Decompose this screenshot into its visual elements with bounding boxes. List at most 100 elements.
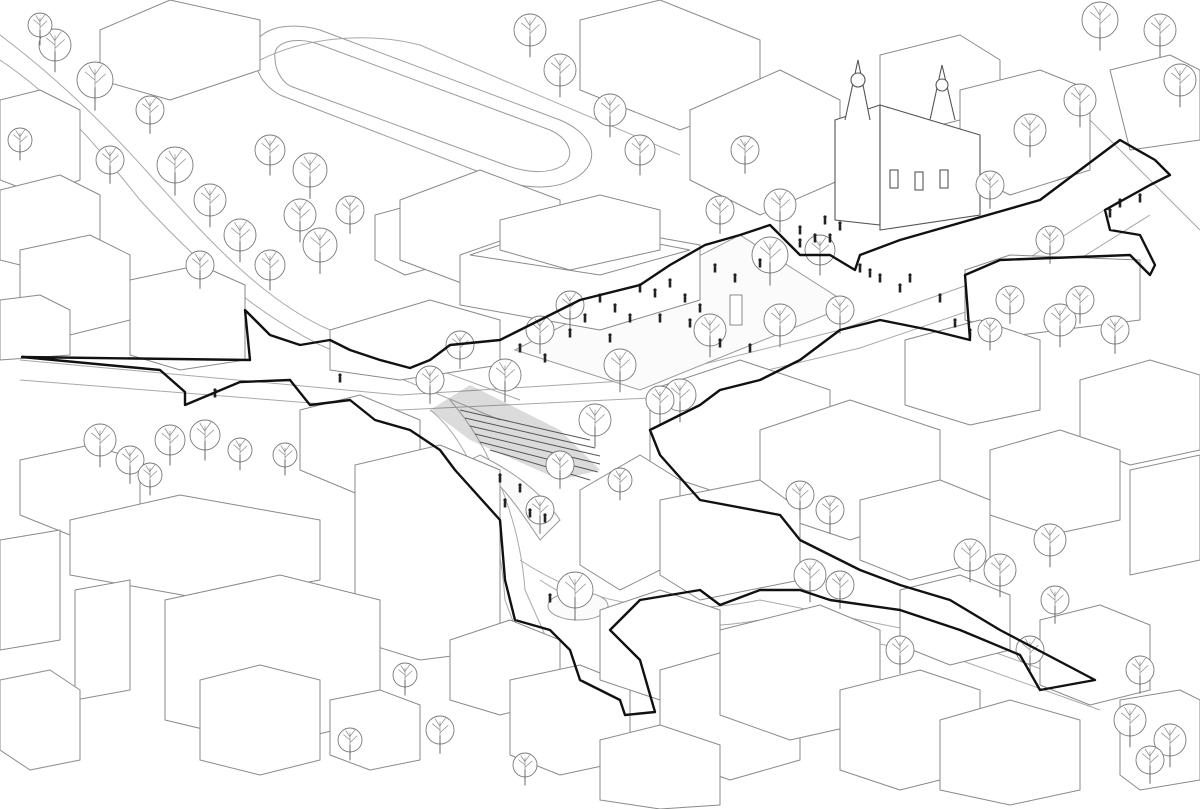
person (503, 498, 507, 508)
tree (302, 227, 338, 274)
tree (513, 13, 547, 58)
person (548, 593, 552, 603)
person (798, 238, 802, 248)
stepped-terraces (459, 409, 601, 481)
person (908, 273, 912, 283)
tree (189, 419, 221, 461)
person (698, 303, 702, 313)
tree (1135, 745, 1165, 784)
person (628, 313, 632, 323)
tree (995, 285, 1025, 324)
tree (1125, 655, 1155, 694)
tree (137, 462, 163, 496)
tree (283, 198, 317, 243)
person (1108, 208, 1112, 218)
tree (292, 152, 328, 199)
tree (227, 437, 253, 471)
tree (730, 135, 760, 174)
tree (425, 715, 455, 754)
tree (135, 95, 165, 134)
buildings-west (0, 89, 501, 381)
tree (272, 442, 298, 476)
tree (1065, 285, 1095, 324)
person (608, 333, 612, 343)
tree (793, 558, 827, 603)
person (518, 343, 522, 353)
tree (1163, 63, 1197, 108)
tree (603, 348, 637, 393)
tree (254, 134, 286, 176)
tree (825, 295, 855, 334)
baroque-church (834, 59, 981, 231)
person (688, 318, 692, 328)
tree (1153, 723, 1187, 768)
tree (154, 424, 186, 466)
tree (607, 467, 633, 501)
tree (7, 127, 33, 161)
tree (525, 495, 555, 534)
tree (1033, 523, 1067, 568)
tree (95, 145, 125, 184)
person (758, 258, 762, 268)
person (568, 328, 572, 338)
person (838, 221, 842, 231)
tree (1113, 703, 1147, 748)
person (878, 273, 882, 283)
tree (543, 53, 577, 98)
tree (115, 445, 145, 484)
tree (512, 752, 538, 786)
person (498, 473, 502, 483)
tree (223, 218, 257, 263)
tree (1013, 113, 1047, 158)
person (798, 225, 802, 235)
person (528, 508, 532, 518)
tree (578, 403, 612, 448)
tree (1081, 1, 1119, 51)
tree (1043, 303, 1077, 348)
tree (38, 28, 72, 73)
person (658, 313, 662, 323)
tree (785, 480, 815, 519)
person (733, 273, 737, 283)
tree (645, 385, 675, 424)
tree (953, 538, 987, 583)
person (683, 293, 687, 303)
person (938, 293, 942, 303)
person (613, 303, 617, 313)
person (668, 278, 672, 288)
tree (156, 146, 194, 196)
trees (7, 1, 1197, 786)
person (653, 288, 657, 298)
person (828, 233, 832, 243)
tree (1040, 585, 1070, 624)
tree (335, 195, 365, 234)
tree (693, 313, 727, 358)
person (713, 263, 717, 273)
person (868, 268, 872, 278)
person (543, 353, 547, 363)
person (953, 318, 957, 328)
person (1138, 193, 1142, 203)
buildings-southwest (0, 444, 421, 776)
monument (729, 294, 743, 326)
tree (545, 450, 575, 489)
buildings-south (449, 574, 1200, 809)
person (823, 215, 827, 225)
project-boundary (20, 138, 1172, 717)
tree (593, 93, 627, 138)
tree (556, 571, 594, 621)
tree (1143, 13, 1177, 58)
tree (76, 61, 114, 111)
tree (763, 188, 797, 233)
tree (337, 727, 363, 761)
person (543, 513, 547, 523)
tree (624, 134, 656, 176)
tree (254, 249, 286, 291)
tree (763, 303, 797, 348)
person (338, 373, 342, 383)
person (813, 233, 817, 243)
tree (983, 553, 1017, 598)
person (898, 283, 902, 293)
